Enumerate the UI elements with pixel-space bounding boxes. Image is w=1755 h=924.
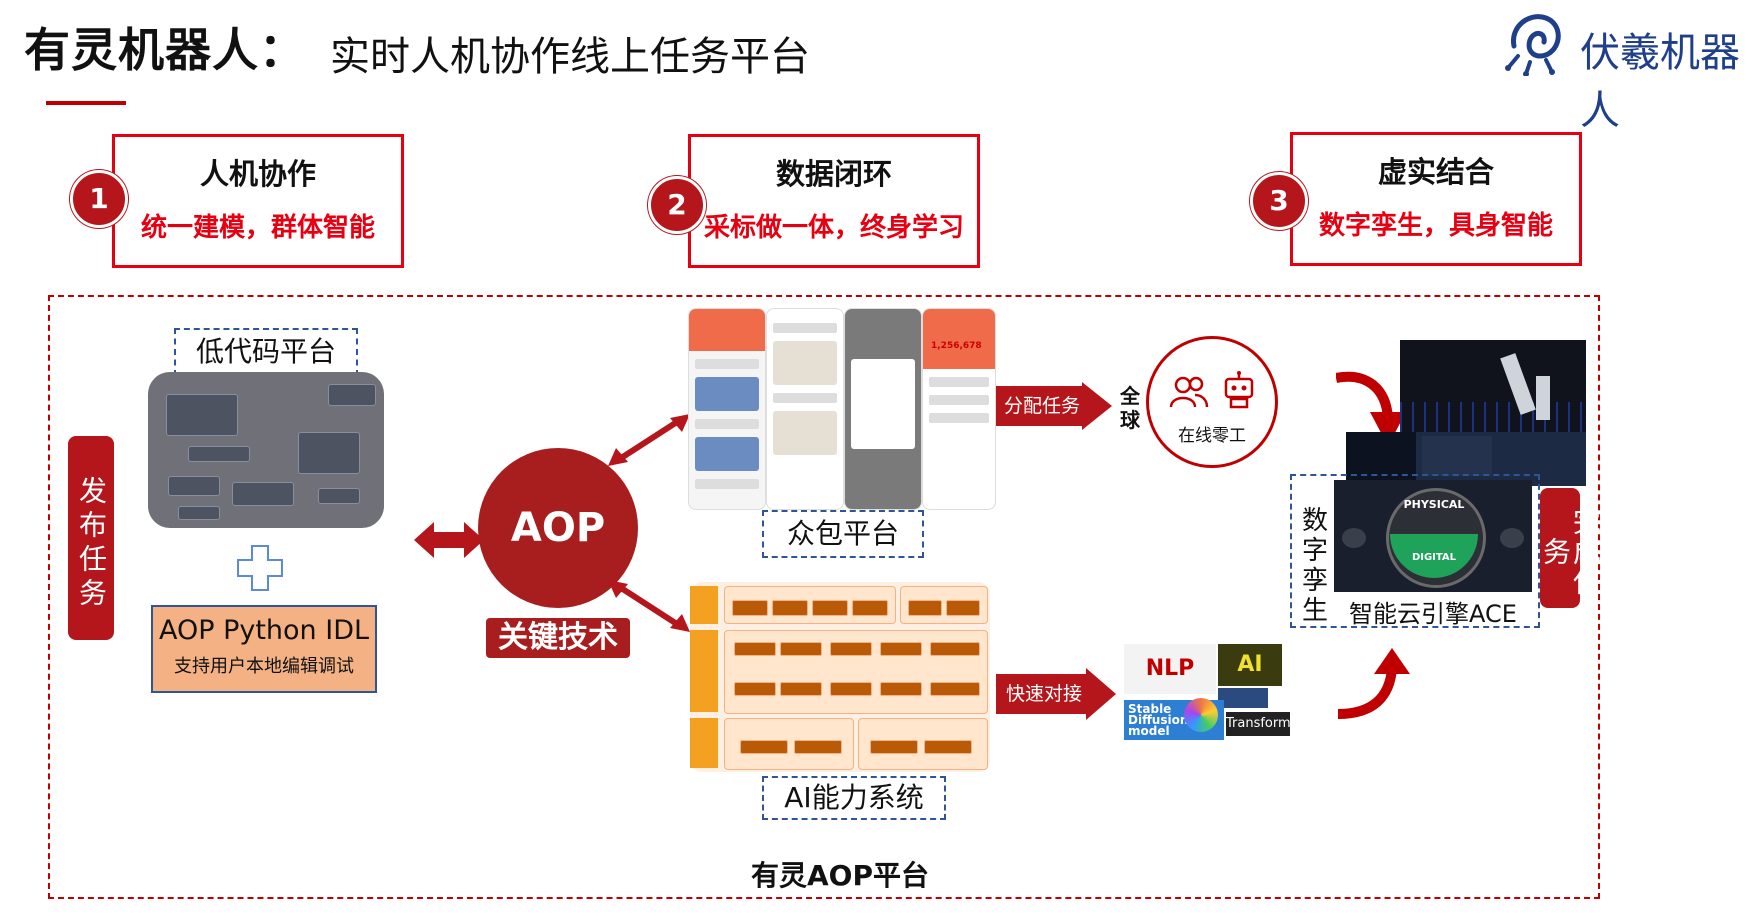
twin-digital-label: DIGITAL <box>1411 552 1457 563</box>
key-tech-badge: 关键技术 <box>486 618 630 658</box>
people-icon <box>1169 375 1209 413</box>
idl-box: AOP Python IDL 支持用户本地编辑调试 <box>151 605 377 693</box>
logo-text: 伏羲机器人 <box>1580 30 1740 134</box>
ai-logo-icon: AI <box>1218 644 1282 686</box>
ace-label-text: 智能云引擎ACE <box>1349 600 1517 628</box>
iot-icon <box>1500 528 1524 548</box>
page-title: 有灵机器人： <box>24 23 306 77</box>
publish-task-label: 发布任务 <box>75 476 108 612</box>
quick-connect-label: 快速对接 <box>1005 683 1082 705</box>
transformer-label: Transformer <box>1226 712 1304 736</box>
online-worker-circle: 在线零工 <box>1146 336 1278 468</box>
lowcode-label: 低代码平台 <box>195 335 336 368</box>
nlp-wordcloud-icon: NLP <box>1124 644 1216 694</box>
feature-heading: 数据闭环 <box>775 157 892 191</box>
complete-task-label: 完成任务 <box>1539 507 1602 597</box>
nlp-label: NLP <box>1145 656 1195 681</box>
phone-screen <box>766 308 844 510</box>
feature-number-badge: 1 <box>70 170 128 228</box>
crowd-label: 众包平台 <box>786 517 899 550</box>
global-label: 全球 <box>1120 384 1140 432</box>
title-underline <box>46 101 126 105</box>
robot-icon <box>1221 371 1257 413</box>
physical-digital-twin-diagram: PHYSICAL DIGITAL <box>1334 480 1532 592</box>
feature-heading: 虚实结合 <box>1377 155 1494 189</box>
fuxi-logo-icon <box>1500 6 1576 77</box>
phone-screen <box>844 308 922 510</box>
ai-system-diagram <box>690 582 990 772</box>
lowcode-screenshot <box>148 372 384 528</box>
ai-label: AI能力系统 <box>784 781 924 814</box>
platform-name: 有灵AOP平台 <box>751 859 929 892</box>
twin-physical-label: PHYSICAL <box>1403 498 1465 511</box>
digital-twin-label: 数字孪生 <box>1302 506 1329 626</box>
crowd-screenshots: 1,256,678 <box>688 308 996 510</box>
idl-sub: 支持用户本地编辑调试 <box>174 656 354 677</box>
feature-box-1: 人机协作 统一建模，群体智能 <box>112 134 404 268</box>
feature-box-3: 虚实结合 数字孪生，具身智能 <box>1290 132 1582 266</box>
online-worker-label: 在线零工 <box>1178 426 1246 446</box>
ace-dashed-box <box>1290 474 1540 628</box>
feature-sub: 数字孪生，具身智能 <box>1318 211 1553 241</box>
publish-task-tag: 发布任务 <box>68 436 114 640</box>
feature-number-badge: 2 <box>648 176 706 234</box>
crowd-label-box: 众包平台 <box>762 510 924 558</box>
feature-number-badge: 3 <box>1250 172 1308 230</box>
feature-sub: 采标做一体，终身学习 <box>703 213 964 243</box>
double-arrow-icon <box>608 578 690 634</box>
ace-label: 智能云引擎ACE <box>1334 594 1532 629</box>
aop-platform-frame <box>48 295 1600 899</box>
idl-title: AOP Python IDL <box>158 615 370 646</box>
feature-box-2: 数据闭环 采标做一体，终身学习 <box>688 134 980 268</box>
feature-heading: 人机协作 <box>199 157 316 191</box>
phone-number: 1,256,678 <box>931 341 982 351</box>
curved-arrow-up-icon <box>1334 648 1414 720</box>
city-sim-image <box>1346 432 1586 486</box>
page-subtitle: 实时人机协作线上任务平台 <box>330 34 810 80</box>
robot-arm-sim-image <box>1400 340 1586 432</box>
sd-label: Stable Diffusion model <box>1128 702 1189 738</box>
double-arrow-icon <box>608 412 690 468</box>
ar-icon <box>1342 528 1366 548</box>
phone-screen: 1,256,678 <box>922 308 996 510</box>
curved-arrow-down-icon <box>1335 368 1406 448</box>
assign-task-label: 分配任务 <box>1003 395 1080 417</box>
lowcode-label-box: 低代码平台 <box>174 328 358 376</box>
complete-task-tag: 完成任务 <box>1539 488 1602 608</box>
plus-icon <box>236 544 284 592</box>
ai-label-box: AI能力系统 <box>762 776 946 820</box>
double-arrow-icon <box>414 518 484 562</box>
llm-thumbnail-icon <box>1218 688 1268 708</box>
quick-connect-arrow: 快速对接 <box>996 668 1116 720</box>
feature-sub: 统一建模，群体智能 <box>140 213 375 243</box>
phone-screen <box>688 308 766 510</box>
assign-task-arrow: 分配任务 <box>996 382 1112 430</box>
palette-icon <box>1184 698 1218 732</box>
